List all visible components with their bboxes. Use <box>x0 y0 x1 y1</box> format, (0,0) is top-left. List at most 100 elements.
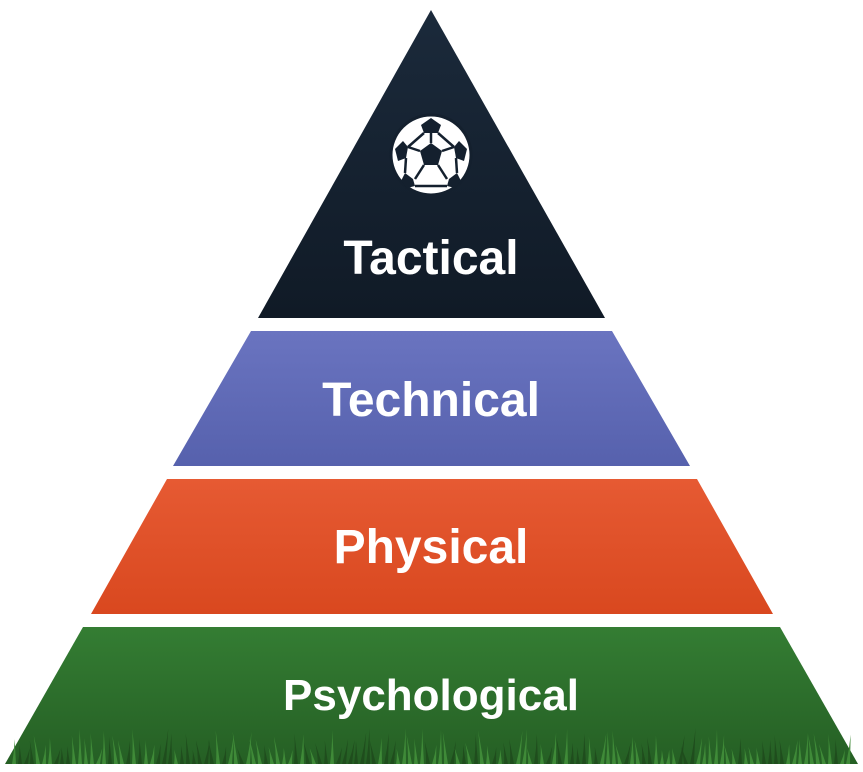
grass-blade <box>474 733 478 764</box>
grass-blade <box>390 740 396 764</box>
grass-blade <box>90 732 94 764</box>
grass-blade <box>509 739 514 764</box>
grass-blade <box>324 740 328 764</box>
grass-blade <box>792 739 798 764</box>
grass-blade <box>60 747 64 764</box>
grass-blade <box>33 735 40 764</box>
grass-blade <box>406 735 412 764</box>
grass-blade <box>432 744 437 764</box>
grass-blade <box>396 748 400 764</box>
grass-blade <box>48 737 52 764</box>
grass-blade <box>503 742 508 764</box>
grass-blade <box>465 742 472 764</box>
grass-blade <box>527 748 532 764</box>
grass-blade <box>744 748 748 764</box>
grass-blade <box>255 739 262 764</box>
grass-blade <box>24 748 30 764</box>
grass-blade <box>29 740 34 764</box>
grass-blade <box>454 748 460 764</box>
grass-blade <box>546 746 553 764</box>
grass-blade <box>534 734 538 764</box>
grass-blade <box>498 749 502 764</box>
grass-blade <box>185 733 190 764</box>
grass-blade <box>215 730 220 764</box>
grass-blade <box>768 739 772 764</box>
grass-blade <box>552 732 557 764</box>
grass-blade <box>714 729 718 764</box>
grass-blade <box>309 748 316 764</box>
grass-blade <box>138 739 142 764</box>
grass-blade <box>249 739 256 764</box>
grass-blade <box>360 732 367 764</box>
grass-blade <box>195 740 202 764</box>
grass-blade <box>420 728 424 764</box>
grass-blade <box>819 743 826 764</box>
grass-blade <box>117 740 124 764</box>
grass-blade <box>647 737 652 764</box>
grass-blade <box>384 733 389 764</box>
grass-blade <box>112 735 118 764</box>
grass-blade <box>720 735 725 764</box>
grass-blade <box>678 735 685 764</box>
grass-blade <box>246 731 252 764</box>
tier-psychological <box>5 627 858 764</box>
grass-blade <box>594 746 598 764</box>
grass-blade <box>204 739 210 764</box>
grass-blade <box>263 744 268 764</box>
grass-blade <box>330 730 334 764</box>
grass-blade <box>576 747 580 764</box>
grass-blade <box>156 744 161 764</box>
grass-blade <box>288 749 293 764</box>
grass-blade <box>84 737 88 764</box>
grass-blade <box>582 733 586 764</box>
grass-blade <box>834 739 838 764</box>
grass-blade <box>102 730 106 764</box>
grass-blade <box>208 739 214 764</box>
grass-blade <box>294 733 298 764</box>
grass-blade <box>273 736 280 764</box>
grass-blade <box>282 747 286 764</box>
grass-blade <box>516 730 523 764</box>
grass-blade <box>540 743 544 764</box>
grass-blade <box>174 749 178 764</box>
grass-blade <box>828 734 832 764</box>
grass-blade <box>774 735 778 764</box>
grass-blade <box>813 733 820 764</box>
grass-blade <box>342 739 349 764</box>
grass-blade <box>724 744 730 764</box>
grass-blade <box>42 744 46 764</box>
grass-decoration <box>12 728 851 764</box>
grass-blade <box>132 728 136 764</box>
grass-blade <box>96 748 103 764</box>
grass-blade <box>366 728 370 764</box>
grass-blade <box>756 747 760 764</box>
grass-blade <box>414 738 418 764</box>
grass-blade <box>237 748 244 764</box>
grass-blade <box>336 747 342 764</box>
grass-blade <box>564 728 568 764</box>
grass-blade <box>180 745 184 764</box>
tier-label-physical: Physical <box>334 521 529 574</box>
grass-blade <box>462 744 466 764</box>
grass-blade <box>192 749 196 764</box>
tier-label-psychological: Psychological <box>283 671 579 720</box>
grass-blade <box>840 749 845 764</box>
tier-label-technical: Technical <box>322 374 540 427</box>
grass-blade <box>378 737 382 764</box>
grass-blade <box>846 734 851 764</box>
grass-blade <box>354 740 358 764</box>
grass-blade <box>232 731 238 764</box>
grass-blade <box>779 739 784 764</box>
grass-blade <box>634 739 640 764</box>
grass-blade <box>708 736 712 764</box>
grass-blade <box>660 749 664 764</box>
tier-label-tactical: Tactical <box>343 232 518 285</box>
grass-blade <box>268 746 274 764</box>
grass-blade <box>438 730 442 764</box>
grass-blade <box>808 733 814 764</box>
grass-blade <box>168 733 172 764</box>
grass-blade <box>702 743 706 764</box>
grass-blade <box>522 729 528 764</box>
grass-blade <box>630 736 634 764</box>
